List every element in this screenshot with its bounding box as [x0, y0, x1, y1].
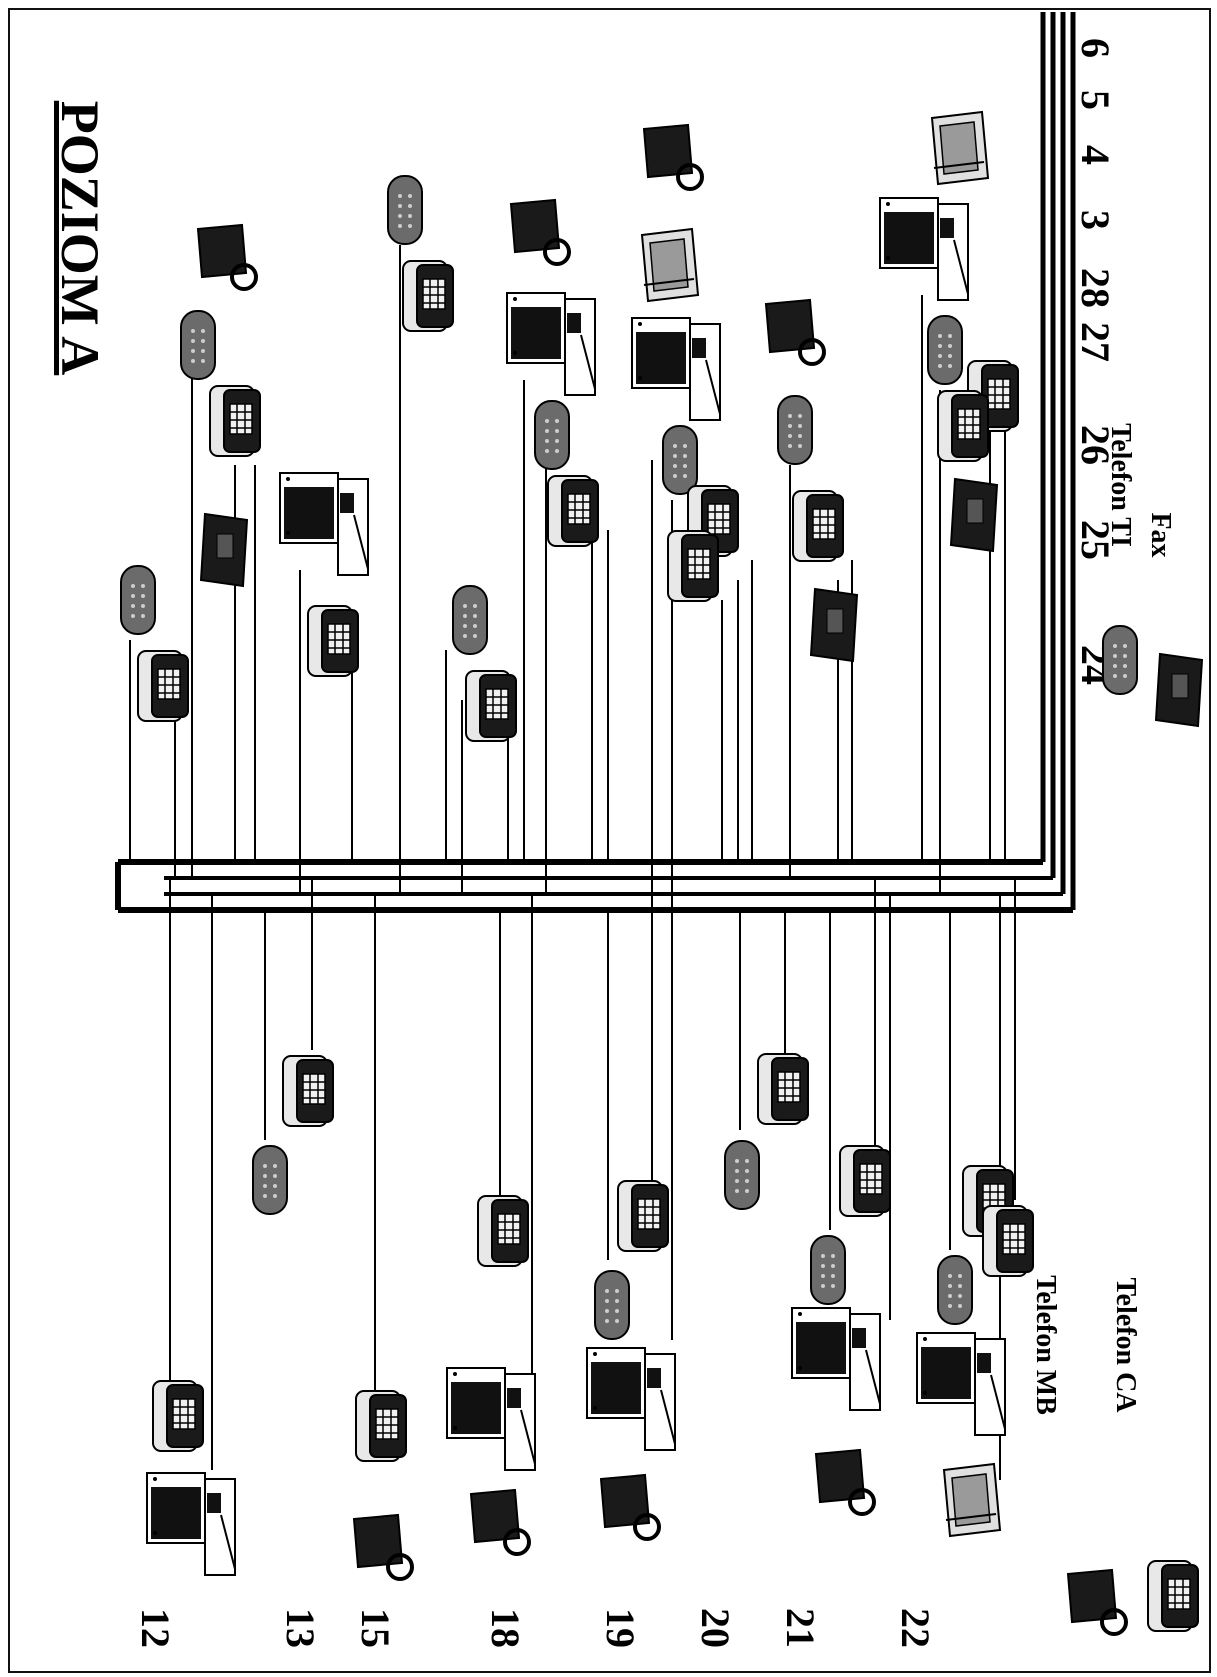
- computer-icon: [146, 1472, 236, 1576]
- telefon-mb-icon: [352, 1513, 414, 1581]
- telefon-ca-icon: [477, 1195, 529, 1267]
- telefon-ti-icon: [662, 425, 698, 495]
- telefon-ca-icon: [355, 1390, 407, 1462]
- telefon-ca-icon: [839, 1145, 891, 1217]
- bus-vertical: [1040, 12, 1076, 910]
- legend-telefon-ca-icon: [1147, 1560, 1199, 1632]
- telefon-ti-icon: [387, 175, 423, 245]
- computer-icon: [586, 1347, 676, 1451]
- drop-lines-lower: [169, 878, 1016, 1480]
- bus-horizontal: [115, 859, 1073, 913]
- printer-icon: [931, 111, 989, 185]
- telefon-ti-icon: [452, 585, 488, 655]
- computer-icon: [446, 1367, 536, 1471]
- telefon-ca-icon: [307, 605, 359, 677]
- page-border: [8, 8, 1211, 1673]
- computer-icon: [506, 292, 596, 396]
- telefon-mb-icon: [196, 223, 258, 291]
- telefon-ti-icon: [252, 1145, 288, 1215]
- telefon-mb-icon: [642, 123, 704, 191]
- telefon-mb-icon: [509, 198, 571, 266]
- telefon-ti-icon: [810, 1235, 846, 1305]
- telefon-ti-icon: [937, 1255, 973, 1325]
- legend-fax-icon: [1155, 653, 1203, 727]
- telefon-ca-icon: [667, 530, 719, 602]
- telefon-ca-icon: [792, 490, 844, 562]
- telefon-ca-icon: [137, 650, 189, 722]
- telefon-ca-icon: [402, 260, 454, 332]
- computer-icon: [279, 472, 369, 576]
- telefon-ca-icon: [465, 670, 517, 742]
- legend-telefon-ti-icon: [1102, 625, 1138, 695]
- computer-icon: [916, 1332, 1006, 1436]
- telefon-ti-icon: [777, 395, 813, 465]
- telefon-ti-icon: [534, 400, 570, 470]
- printer-icon: [943, 1463, 1001, 1537]
- legend-telefon-mb-icon: [1066, 1568, 1128, 1636]
- fax-icon: [810, 588, 858, 662]
- telefon-ca-icon: [757, 1053, 809, 1125]
- telefon-ca-icon: [209, 385, 261, 457]
- computer-icon: [631, 317, 721, 421]
- telefon-ca-icon: [282, 1055, 334, 1127]
- telefon-ti-icon: [594, 1270, 630, 1340]
- telefon-mb-icon: [764, 298, 826, 366]
- fax-icon: [950, 478, 998, 552]
- printer-icon: [641, 228, 699, 302]
- telefon-ca-icon: [547, 475, 599, 547]
- fax-icon: [200, 513, 248, 587]
- telefon-ti-icon: [927, 315, 963, 385]
- telefon-mb-icon: [599, 1473, 661, 1541]
- computer-icon: [791, 1307, 881, 1411]
- telefon-mb-icon: [814, 1448, 876, 1516]
- telefon-ca-icon: [982, 1205, 1034, 1277]
- computer-icon: [879, 197, 969, 301]
- telefon-ti-icon: [180, 310, 216, 380]
- telefon-ti-icon: [120, 565, 156, 635]
- telefon-ca-icon: [152, 1380, 204, 1452]
- telefon-mb-icon: [469, 1488, 531, 1556]
- telefon-ca-icon: [937, 390, 989, 462]
- telefon-ti-icon: [724, 1140, 760, 1210]
- telefon-ca-icon: [617, 1180, 669, 1252]
